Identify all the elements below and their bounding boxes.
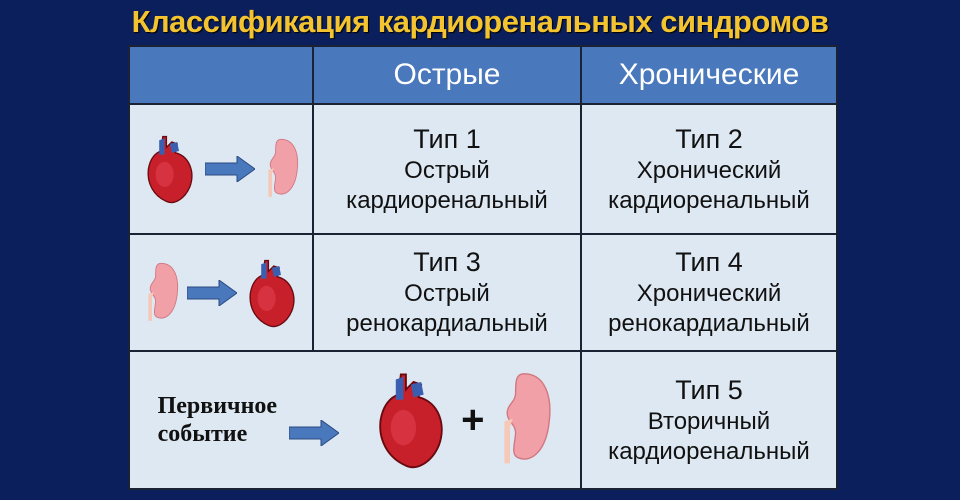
kidney-anatomy-icon xyxy=(496,371,552,469)
heart-icon xyxy=(143,130,197,208)
primary-line1: Первичное xyxy=(157,393,278,419)
type-desc: ренокардиальный xyxy=(346,310,548,337)
type1-cell: Тип 1 Острый кардиоренальный xyxy=(312,103,582,235)
type-label: Тип 3 xyxy=(413,247,481,277)
type-desc: Острый xyxy=(404,156,490,184)
type-label: Тип 2 xyxy=(675,123,743,154)
type-label: Тип 4 xyxy=(675,247,743,277)
table-row: Первичное событие + Тип 5 Вторичный кард… xyxy=(128,350,838,490)
header-acute: Острые xyxy=(312,45,582,105)
heart-to-kidney-cell xyxy=(128,103,314,235)
kidney-to-heart-cell xyxy=(128,233,314,352)
type-desc: Хронический xyxy=(636,156,782,184)
heart-anatomy-icon xyxy=(373,364,449,476)
arrow-right-icon xyxy=(289,420,339,446)
type-desc: Вторичный xyxy=(647,407,771,435)
header-chronic: Хронические xyxy=(580,45,838,105)
plus-sign: + xyxy=(461,397,485,442)
primary-event-cell: Первичное событие + xyxy=(128,350,582,490)
type-label: Тип 1 xyxy=(413,123,481,154)
type4-cell: Тип 4 Хронический ренокардиальный xyxy=(580,233,838,352)
type-desc: кардиоренальный xyxy=(346,186,548,214)
type-desc: кардиоренальный xyxy=(608,186,810,214)
kidney-icon xyxy=(263,137,299,201)
type-label: Тип 5 xyxy=(675,374,743,405)
type-desc: Острый xyxy=(404,280,490,307)
heart-icon xyxy=(245,254,299,332)
header-empty xyxy=(128,45,314,105)
arrow-right-icon xyxy=(187,280,237,306)
classification-table: Острые Хронические Тип 1 Острый кардиоре… xyxy=(128,45,838,490)
type2-cell: Тип 2 Хронический кардиоренальный xyxy=(580,103,838,235)
type-desc: Хронический xyxy=(636,280,782,307)
header-row: Острые Хронические xyxy=(128,45,838,105)
table-row: Тип 3 Острый ренокардиальный Тип 4 Хрони… xyxy=(128,233,838,352)
kidney-icon xyxy=(143,261,179,325)
type-desc: ренокардиальный xyxy=(608,310,810,337)
type-desc: кардиоренальный xyxy=(608,437,810,465)
slide-title: Классификация кардиоренальных синдромов xyxy=(131,4,829,39)
primary-line2: событие xyxy=(157,421,248,447)
arrow-right-icon xyxy=(205,156,255,182)
type5-cell: Тип 5 Вторичный кардиоренальный xyxy=(580,350,838,490)
table-row: Тип 1 Острый кардиоренальный Тип 2 Хрони… xyxy=(128,103,838,235)
type3-cell: Тип 3 Острый ренокардиальный xyxy=(312,233,582,352)
primary-event-label: Первичное событие xyxy=(158,392,277,448)
